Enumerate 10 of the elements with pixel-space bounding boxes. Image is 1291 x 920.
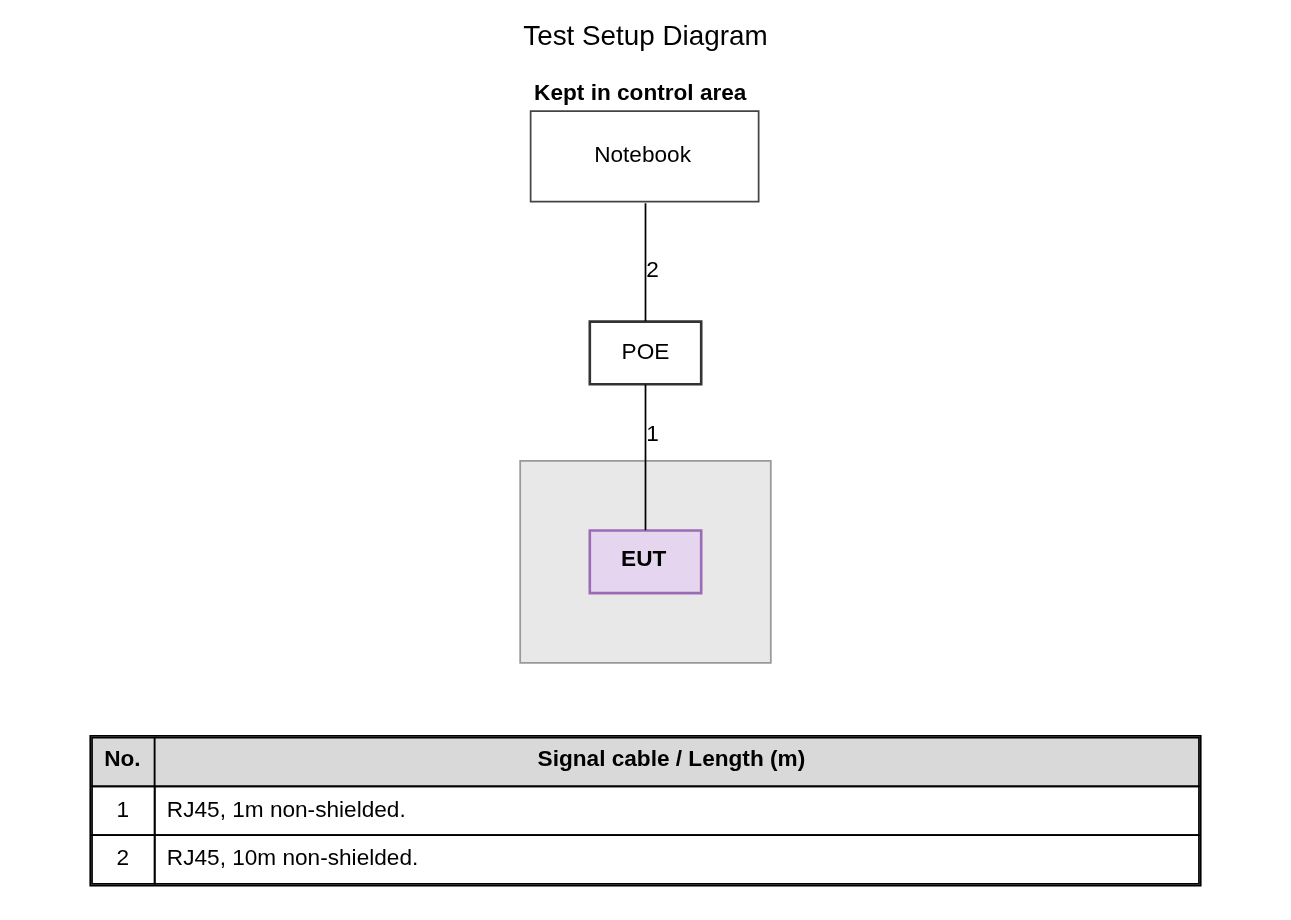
node-label: Kept in control area <box>534 79 747 105</box>
label: 2 <box>116 845 129 871</box>
label: RJ45, 10m non-shielded. <box>166 845 419 871</box>
label: 1 <box>116 796 129 822</box>
diagram-title: Test Setup Diagram <box>523 19 768 51</box>
label: RJ45, 1m non-shielded. <box>166 796 406 822</box>
label: No. <box>104 746 141 772</box>
edge-label: 2 <box>646 257 659 283</box>
edge-label: 1 <box>646 420 659 446</box>
label: Signal cable / Length (m) <box>537 746 806 772</box>
